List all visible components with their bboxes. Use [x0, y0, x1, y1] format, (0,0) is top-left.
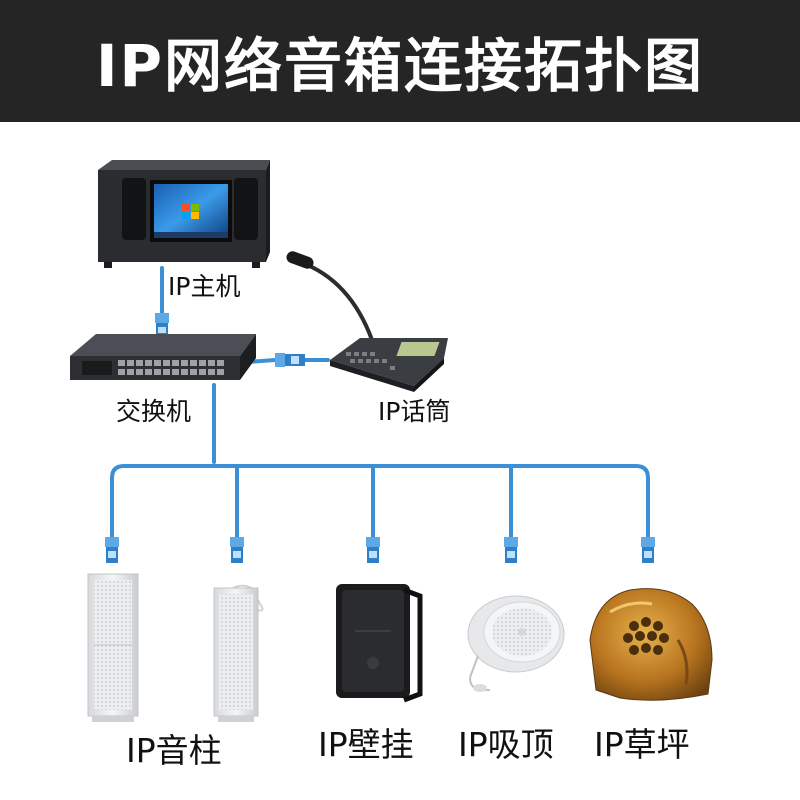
- rj45-connector-icon: [366, 537, 380, 563]
- lawn-speaker-label: IP草坪: [594, 725, 690, 764]
- column-speaker-icon: [87, 573, 139, 722]
- desk-microphone-icon: [286, 251, 448, 392]
- network-switch-icon: [70, 334, 256, 380]
- host-label: IP主机: [168, 272, 241, 301]
- rj45-connector-icon: [504, 537, 518, 563]
- ceiling-speaker-label: IP吸顶: [458, 725, 554, 764]
- rj45-connector-icon: [641, 537, 655, 563]
- rj45-connectors: [105, 313, 655, 563]
- ceiling-speaker-icon: [467, 595, 565, 692]
- title-banner: IP网络音箱连接拓扑图: [0, 0, 800, 122]
- rock-lawn-speaker-icon: [589, 588, 713, 701]
- rj45-connector-icon: [230, 537, 244, 563]
- rj45-connector-icon: [105, 537, 119, 563]
- rack-monitor-icon: [98, 160, 270, 268]
- wall-speaker-icon: [336, 584, 423, 703]
- switch-label: 交换机: [116, 397, 192, 426]
- rj45-connector-icon: [155, 313, 169, 337]
- cable-distribution-bus: [110, 464, 650, 542]
- mic-label: IP话筒: [378, 397, 451, 426]
- page-title: IP网络音箱连接拓扑图: [95, 32, 705, 100]
- rj45-connector-icon: [275, 353, 305, 367]
- column-speaker-label: IP音柱: [126, 731, 222, 770]
- network-cables: [110, 266, 650, 542]
- column-speaker-icon: [213, 584, 264, 722]
- wall-speaker-label: IP壁挂: [318, 725, 414, 764]
